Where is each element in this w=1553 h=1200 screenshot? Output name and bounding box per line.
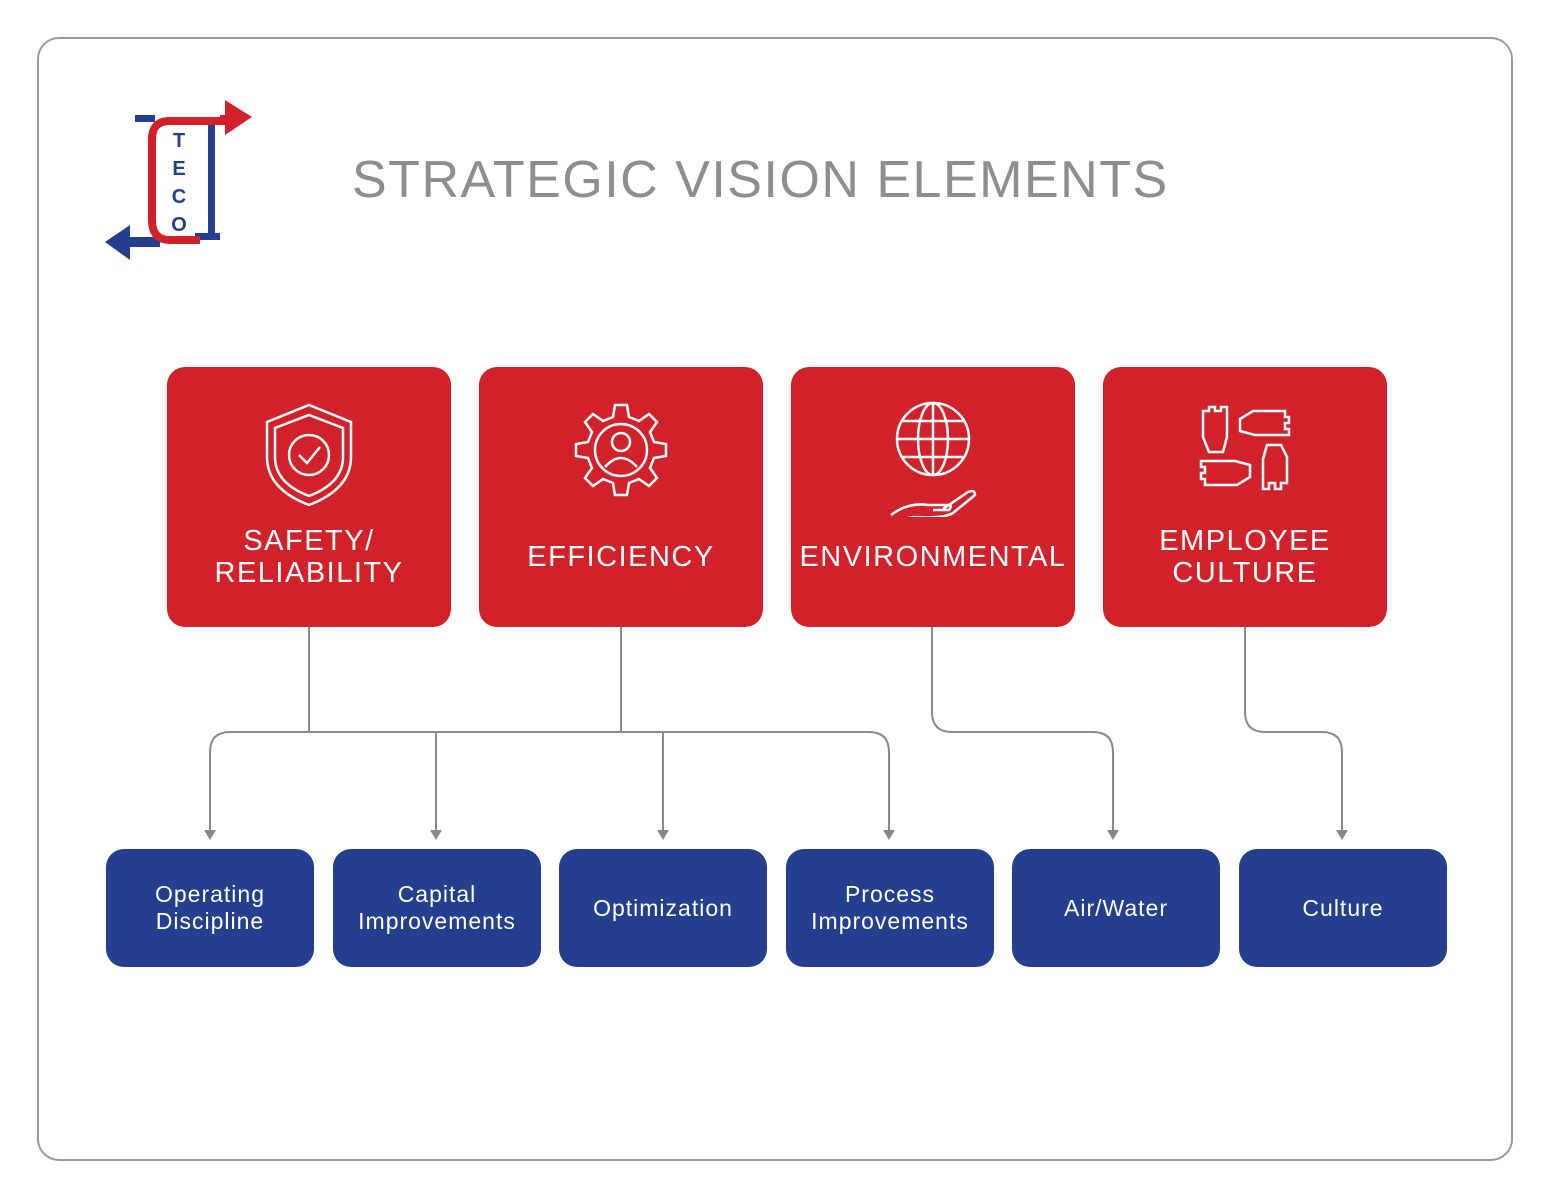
globe-hand-icon — [890, 401, 977, 517]
element-efficiency: EFFICIENCY — [479, 367, 763, 627]
sub-element-optimization: Optimization — [559, 849, 767, 967]
sub-element-operating-discipline: Operating Discipline — [106, 849, 314, 967]
sub-element-air-water: Air/Water — [1012, 849, 1220, 967]
svg-text:O: O — [171, 214, 187, 236]
element-environmental: ENVIRONMENTAL — [791, 367, 1075, 627]
svg-text:T: T — [173, 130, 185, 152]
page-title: STRATEGIC VISION ELEMENTS — [352, 151, 1169, 209]
shield-check-icon — [265, 403, 353, 507]
element-label: SAFETY/ RELIABILITY — [214, 525, 404, 589]
element-safety-reliability: SAFETY/ RELIABILITY — [167, 367, 451, 627]
element-label: EFFICIENCY — [527, 541, 715, 573]
hands-together-icon — [1199, 405, 1291, 491]
sub-element-culture: Culture — [1239, 849, 1447, 967]
svg-text:C: C — [172, 186, 186, 208]
svg-text:E: E — [172, 158, 185, 180]
diagram-frame — [37, 37, 1513, 1161]
teco-logo: T E C O — [105, 100, 252, 260]
element-employee-culture: EMPLOYEE CULTURE — [1103, 367, 1387, 627]
sub-element-process-improvements: Process Improvements — [786, 849, 994, 967]
element-label: ENVIRONMENTAL — [799, 541, 1067, 573]
element-label: EMPLOYEE CULTURE — [1159, 525, 1331, 589]
gear-person-icon — [574, 403, 668, 497]
sub-element-capital-improvements: Capital Improvements — [333, 849, 541, 967]
